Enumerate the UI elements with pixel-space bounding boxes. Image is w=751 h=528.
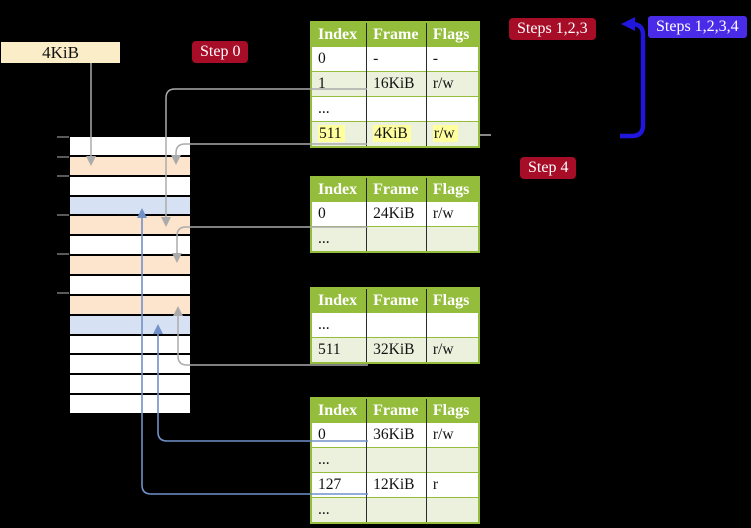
table-cell: 1 — [311, 71, 367, 97]
memory-frame — [70, 276, 190, 294]
memory-frame — [70, 395, 190, 414]
table-cell — [425, 96, 479, 122]
table-cell: 36KiB — [366, 422, 427, 448]
steps123-badge: Steps 1,2,3 — [509, 18, 596, 40]
table-cell: 0 — [311, 201, 367, 227]
level-1-table: Index Frame Flags 0 36KiB r/w ... 127 12… — [310, 397, 480, 524]
table-row: ... — [311, 312, 479, 338]
table-cell: r/w — [425, 201, 479, 227]
table-cell: 511 — [311, 337, 367, 363]
memory-frame — [70, 335, 190, 354]
table-cell: r — [425, 472, 479, 498]
tick-mark — [57, 156, 69, 158]
table-cell: ... — [311, 497, 367, 523]
highlighted-value: 4KiB — [373, 125, 411, 142]
table-row: 127 12KiB r — [311, 472, 479, 498]
table-cell — [366, 312, 427, 338]
table-cell: 0 — [311, 46, 367, 72]
table-cell — [366, 226, 427, 252]
table-cell — [425, 497, 479, 523]
level-3-table: Index Frame Flags 0 24KiB r/w ... — [310, 176, 480, 253]
highlighted-value: 511 — [318, 125, 345, 142]
memory-frame — [70, 137, 190, 155]
table-cell: 127 — [311, 472, 367, 498]
step4-badge: Step 4 — [520, 157, 577, 179]
table-cell: 0 — [311, 422, 367, 448]
table-cell — [425, 312, 479, 338]
memory-frame — [70, 375, 190, 394]
tick-mark — [57, 292, 69, 294]
table-cell: ... — [311, 226, 367, 252]
tick-mark — [57, 253, 69, 255]
table-cell: 12KiB — [366, 472, 427, 498]
table-row: ... — [311, 497, 479, 523]
table-cell: 511 — [311, 121, 367, 147]
col-header-flags: Flags — [425, 288, 479, 313]
table-cell: - — [425, 46, 479, 72]
col-header-index: Index — [311, 398, 367, 423]
table-cell: r/w — [425, 337, 479, 363]
memory-frame — [70, 315, 190, 334]
memory-frame — [70, 176, 190, 195]
table-cell: r/w — [425, 121, 479, 147]
table-row: 0 24KiB r/w — [311, 201, 479, 227]
physical-memory-column — [70, 137, 190, 414]
table-cell: r/w — [425, 422, 479, 448]
table-cell: 16KiB — [366, 71, 427, 97]
table-cell: 24KiB — [366, 201, 427, 227]
col-header-frame: Frame — [366, 22, 427, 47]
table-row-highlighted: 511 4KiB r/w — [311, 121, 479, 147]
loop-back-arrow — [620, 17, 646, 139]
col-header-index: Index — [311, 177, 367, 202]
table-cell: ... — [311, 312, 367, 338]
col-header-flags: Flags — [425, 398, 479, 423]
table-row: ... — [311, 447, 479, 473]
table-cell: ... — [311, 96, 367, 122]
level-4-table: Index Frame Flags 0 - - 1 16KiB r/w ... … — [310, 21, 480, 148]
table-cell: ... — [311, 447, 367, 473]
col-header-index: Index — [311, 22, 367, 47]
table-row: 0 36KiB r/w — [311, 422, 479, 448]
col-header-frame: Frame — [366, 177, 427, 202]
memory-frame — [70, 256, 190, 275]
highlighted-value: r/w — [432, 125, 458, 142]
memory-frame — [70, 216, 190, 235]
table-row: ... — [311, 96, 479, 122]
col-header-flags: Flags — [425, 22, 479, 47]
memory-frame — [70, 236, 190, 255]
table-cell: r/w — [425, 71, 479, 97]
memory-frame — [70, 295, 190, 314]
steps1234-badge: Steps 1,2,3,4 — [648, 16, 747, 38]
tick-mark — [57, 214, 69, 216]
memory-frame — [70, 156, 190, 175]
table-cell — [425, 447, 479, 473]
col-header-flags: Flags — [425, 177, 479, 202]
memory-frame — [70, 355, 190, 374]
table-row: 1 16KiB r/w — [311, 71, 479, 97]
table-cell — [366, 96, 427, 122]
tick-mark — [57, 175, 69, 177]
page-size-label: 4KiB — [1, 42, 120, 63]
table-row: 511 32KiB r/w — [311, 337, 479, 363]
table-cell: - — [366, 46, 427, 72]
table-cell: 32KiB — [366, 337, 427, 363]
tick-mark — [57, 136, 69, 138]
col-header-index: Index — [311, 288, 367, 313]
table-row: 0 - - — [311, 46, 479, 72]
step0-badge: Step 0 — [192, 41, 249, 63]
col-header-frame: Frame — [366, 288, 427, 313]
table-cell — [366, 497, 427, 523]
table-cell — [425, 226, 479, 252]
table-cell: 4KiB — [366, 121, 427, 147]
table-cell — [366, 447, 427, 473]
level-2-table: Index Frame Flags ... 511 32KiB r/w — [310, 287, 480, 364]
memory-frame — [70, 196, 190, 215]
table-row: ... — [311, 226, 479, 252]
col-header-frame: Frame — [366, 398, 427, 423]
